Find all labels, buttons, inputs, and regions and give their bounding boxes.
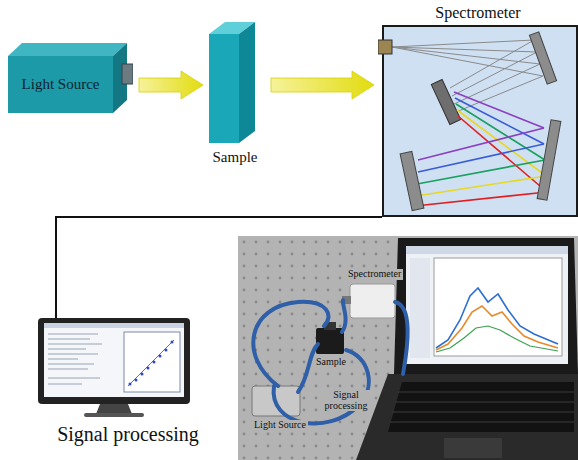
photo-label: Sample bbox=[314, 357, 348, 368]
node-label: Sample bbox=[193, 146, 277, 168]
node-label: Light Source bbox=[8, 56, 113, 113]
monitor-icon bbox=[28, 318, 228, 418]
node-heading: Spectrometer bbox=[378, 1, 578, 25]
photo-label: Light Source bbox=[252, 420, 308, 431]
node-label: Signal processing bbox=[28, 420, 228, 448]
photo-label: Spectrometer bbox=[346, 269, 403, 280]
photo-label: Signal processing bbox=[318, 390, 374, 411]
flow-arrow bbox=[271, 71, 374, 99]
spectrometer-box: Spectrometer bbox=[378, 0, 578, 218]
signal-cable bbox=[56, 217, 382, 318]
signal-processing-monitor: Signal processing bbox=[28, 318, 228, 458]
sample-prism bbox=[205, 18, 265, 148]
light-source-box: Light Source bbox=[8, 38, 133, 113]
flow-arrow bbox=[139, 71, 203, 99]
light-source-figure bbox=[8, 38, 133, 113]
sample-box: Sample bbox=[205, 18, 265, 168]
spectrometer-optics bbox=[378, 0, 578, 218]
